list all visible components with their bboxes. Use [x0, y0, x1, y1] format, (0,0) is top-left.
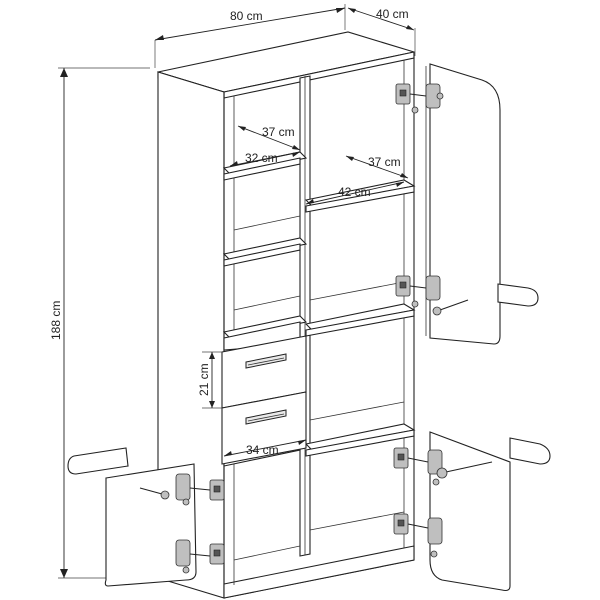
screw-lower-right [436, 461, 493, 479]
svg-text:34 cm: 34 cm [246, 443, 279, 457]
handle-part-lower-right [509, 437, 551, 465]
handle-part-upper [497, 283, 539, 307]
height-dimension: 188 cm [49, 67, 150, 579]
hinge-lower-right-top [393, 447, 443, 486]
height-label: 188 cm [49, 301, 63, 340]
svg-text:32 cm: 32 cm [245, 151, 278, 165]
hinge-lower-left-top [175, 473, 225, 506]
screw-lower-left [139, 487, 170, 500]
width-label: 80 cm [230, 9, 263, 23]
dim-drawer-height: 21 cm [197, 351, 222, 409]
handle-part-lower-left [67, 447, 129, 475]
cabinet-body [157, 31, 415, 599]
depth-label: 40 cm [376, 7, 409, 21]
dim-right-depth: 37 cm [345, 155, 409, 179]
dim-top-left-width: 32 cm [229, 151, 301, 167]
dim-drawer-width: 34 cm [223, 439, 307, 457]
svg-text:42 cm: 42 cm [338, 185, 371, 199]
svg-text:37 cm: 37 cm [262, 125, 295, 139]
hinge-lower-right-bottom [393, 513, 443, 558]
width-dimension: 80 cm [154, 4, 346, 68]
dim-right-width: 42 cm [305, 181, 405, 205]
drawer-handle-upper [245, 353, 287, 369]
svg-text:21 cm: 21 cm [197, 363, 211, 396]
depth-dimension: 40 cm [347, 7, 416, 56]
screw-upper [432, 299, 469, 316]
door-lower-left [104, 463, 197, 587]
hinge-upper-bottom [395, 275, 441, 308]
hinge-lower-left-bottom [175, 539, 225, 574]
right-shelves [304, 179, 416, 531]
hinge-upper-top [395, 83, 444, 114]
dim-top-left-depth: 37 cm [237, 125, 301, 151]
drawers [221, 335, 307, 465]
svg-text:37 cm: 37 cm [368, 155, 401, 169]
drawer-handle-lower [245, 409, 287, 425]
